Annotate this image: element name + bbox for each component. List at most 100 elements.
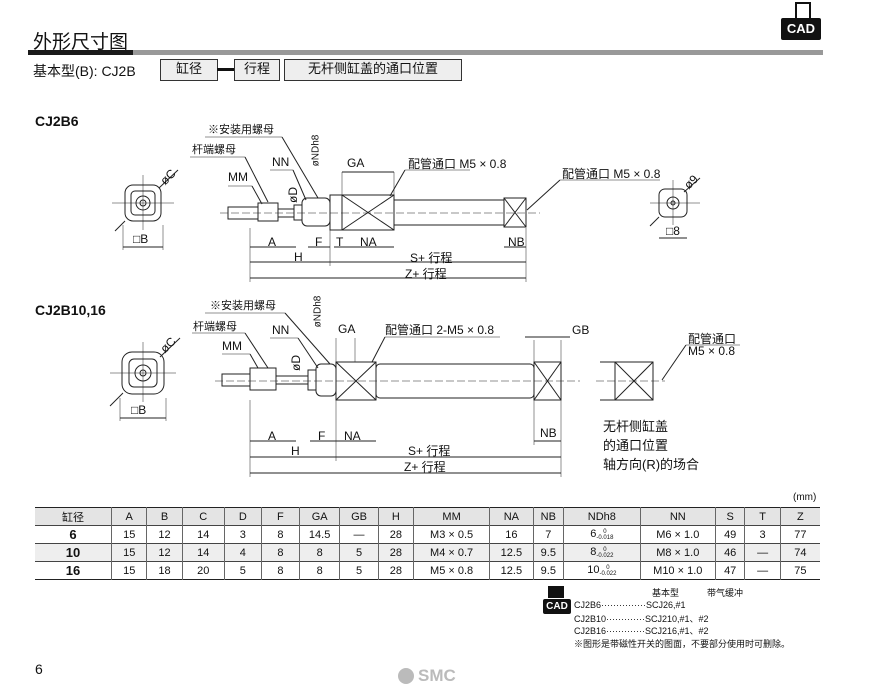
table-cell: M10 × 1.0 <box>639 561 716 580</box>
label-a: A <box>268 235 277 249</box>
cad-icon <box>795 2 811 18</box>
table-cell: 75 <box>779 561 820 580</box>
table-cell: 5 <box>223 561 262 580</box>
label-h-2: H <box>291 444 300 458</box>
cj2b6-front-view <box>112 169 179 250</box>
table-cell: 8 <box>260 543 300 562</box>
label-nd: øNDh8 <box>310 134 322 167</box>
cj2b10-front-view <box>109 337 181 421</box>
label-na-2: NA <box>344 429 361 443</box>
column-header: NA <box>489 507 534 526</box>
legend-note: ※图形是带磁性开关的图面，不要部分使用时可删除。 <box>574 639 791 649</box>
column-header: D <box>223 507 262 526</box>
smc-logo-icon <box>398 668 414 684</box>
column-header: GA <box>298 507 341 526</box>
label-b: □B <box>133 232 149 246</box>
subtitle: 基本型(B): CJ2B <box>33 63 136 79</box>
label-port1: 配管通口 M5 × 0.8 <box>408 157 507 171</box>
table-cell: 15 <box>111 561 148 580</box>
label-s: S+ 行程 <box>410 251 453 265</box>
column-header: T <box>744 507 781 526</box>
table-cell: M6 × 1.0 <box>639 525 716 544</box>
column-header: H <box>377 507 414 526</box>
bore-cell: 16 <box>35 561 113 580</box>
table-cell: 15 <box>111 525 148 544</box>
label-mm: MM <box>228 170 248 184</box>
brand-logo: SMC <box>418 666 456 685</box>
table-cell: 16 <box>489 525 534 544</box>
label-sq8: □8 <box>666 224 680 238</box>
label-s-2: S+ 行程 <box>408 444 451 458</box>
label-rod-nut-2: 杆端螺母 <box>193 321 237 333</box>
cj2b6-rear-view <box>649 177 701 239</box>
note-line-3: 轴方向(R)的场合 <box>603 457 700 472</box>
model-cj2b10-16: CJ2B10,16 <box>35 302 106 318</box>
label-h: H <box>294 250 303 264</box>
legend-cad-badge[interactable]: CAD <box>543 599 571 614</box>
label-mount-nut-2: ※安装用螺母 <box>210 300 276 312</box>
table-cell: 74 <box>779 543 820 562</box>
column-header: Z <box>779 507 820 526</box>
column-header: B <box>146 507 183 526</box>
nd-tolerance: 0-0.018 <box>596 528 614 541</box>
legend-cad-icon <box>548 586 564 598</box>
table-cell: 28 <box>377 561 414 580</box>
nd-value: 6 <box>590 528 597 541</box>
table-cell: 20 <box>181 561 225 580</box>
column-header: NN <box>639 507 716 526</box>
table-cell: 8 <box>260 525 300 544</box>
label-rod-nut: 杆端螺母 <box>192 144 236 156</box>
label-d: øD <box>286 187 300 203</box>
column-header: MM <box>412 507 491 526</box>
table-cell: 49 <box>714 525 746 544</box>
table-cell: 9.5 <box>532 561 565 580</box>
table-cell: M5 × 0.8 <box>412 561 491 580</box>
table-cell: 28 <box>377 525 414 544</box>
cj2b10-side-view <box>192 312 740 477</box>
table-cell: 14 <box>181 525 225 544</box>
table-cell: 3 <box>744 525 781 544</box>
page-number: 6 <box>35 661 43 677</box>
label-z: Z+ 行程 <box>405 267 447 281</box>
table-cell: 5 <box>339 543 379 562</box>
label-a-2: A <box>268 429 277 443</box>
label-nn: NN <box>272 155 290 169</box>
table-cell: 4 <box>223 543 262 562</box>
cad-badge[interactable]: CAD <box>781 18 821 40</box>
cj2b6-side-view <box>190 136 660 282</box>
table-cell: — <box>744 543 781 562</box>
legend-row: CJ2B6···············SCJ26,#1 <box>574 600 686 610</box>
label-nn-2: NN <box>272 323 290 337</box>
cj2b10-axial-port-view <box>596 361 665 401</box>
table-cell: 18 <box>146 561 183 580</box>
table-cell: 9.5 <box>532 543 565 562</box>
code-box-bore: 缸径 <box>160 59 218 81</box>
nd-tolerance: 0-0.022 <box>596 546 614 559</box>
table-cell: 7 <box>532 525 565 544</box>
code-connector <box>217 68 234 71</box>
label-t: T <box>336 235 344 249</box>
column-header: GB <box>339 507 379 526</box>
label-port2b: M5 × 0.8 <box>688 344 736 358</box>
unit-label: (mm) <box>793 492 817 503</box>
column-header: A <box>111 507 148 526</box>
table-cell: 5 <box>339 561 379 580</box>
table-cell: 8 <box>298 543 341 562</box>
nd-value: 10 <box>587 564 600 577</box>
nd-value: 8 <box>590 546 597 559</box>
table-cell: 14.5 <box>298 525 341 544</box>
column-header: F <box>260 507 300 526</box>
table-cell: M3 × 0.5 <box>412 525 491 544</box>
nd-tolerance: 0-0.022 <box>599 564 617 577</box>
title-rule-gray <box>133 50 823 55</box>
column-header: 缸径 <box>35 507 113 526</box>
legend-row: CJ2B16·············SCJ216,#1、#2 <box>574 626 709 636</box>
column-header: NB <box>532 507 565 526</box>
label-port2: 配管通口 M5 × 0.8 <box>562 167 661 181</box>
